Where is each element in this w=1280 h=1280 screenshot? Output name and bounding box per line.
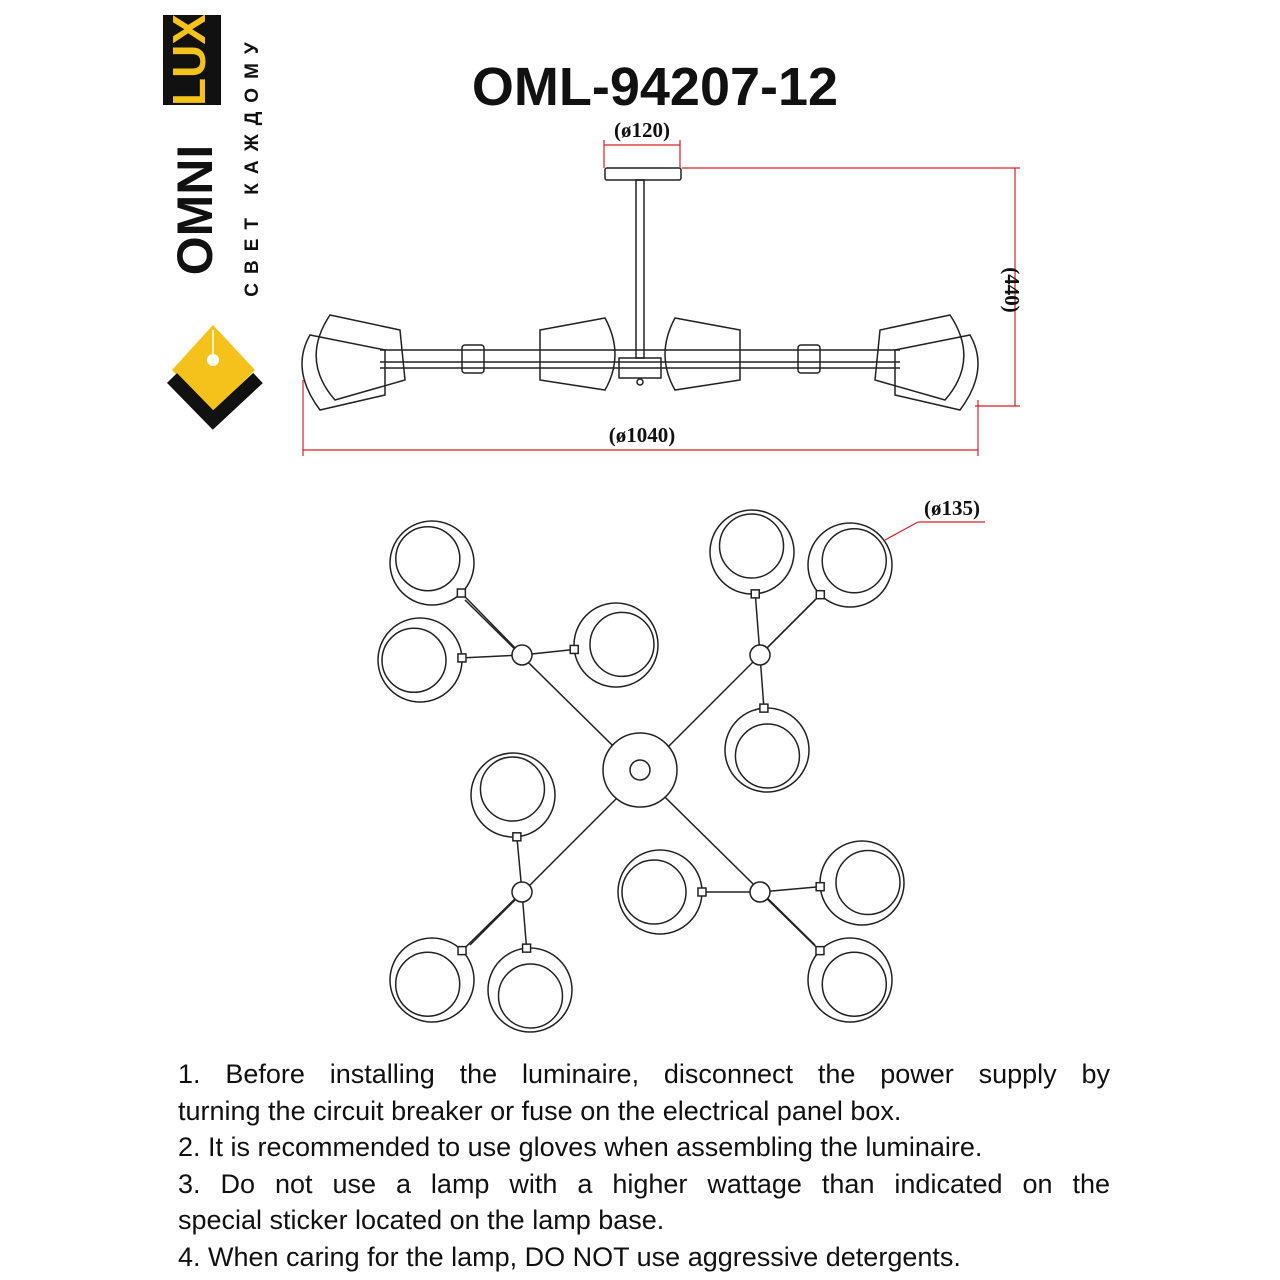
globe-shade <box>573 602 659 688</box>
lamp-arm <box>459 591 523 656</box>
arm-hub <box>511 881 533 903</box>
socket <box>750 589 761 599</box>
globe-shade <box>819 840 905 926</box>
globe-shade <box>807 937 893 1023</box>
model-title: OML-94207-12 <box>471 57 839 117</box>
socket <box>512 832 522 842</box>
socket <box>569 644 579 655</box>
socket <box>457 945 467 956</box>
socket <box>457 653 467 663</box>
globe-shade <box>470 752 556 838</box>
safety-notes: 1. Before installing the luminaire, disc… <box>178 1056 1110 1276</box>
lamp-arm <box>460 891 523 953</box>
globe-bulb <box>497 963 564 1029</box>
globe-shade <box>389 937 475 1023</box>
globe-shade <box>487 947 573 1033</box>
globe-shade <box>724 707 810 793</box>
socket <box>456 588 467 598</box>
arm-hub <box>749 881 771 903</box>
socket <box>521 943 532 953</box>
svg-text:OMNI: OMNI <box>167 145 223 276</box>
lamp-arm <box>759 592 823 656</box>
width-dimension: (ø1040) <box>609 423 676 447</box>
socket <box>759 703 769 713</box>
globe-shade <box>377 617 463 703</box>
omnilux-logo: LUX OMNI СВЕТ КАЖДОМУ <box>163 14 263 430</box>
globe-shade <box>807 522 893 608</box>
note-line: special sticker located on the lamp base… <box>178 1205 665 1236</box>
height-dimension: (440) <box>1000 267 1024 313</box>
arm-hub <box>511 644 533 666</box>
note-line: turning the circuit breaker or fuse on t… <box>178 1095 902 1126</box>
globe-bulb <box>394 951 461 1017</box>
socket <box>697 887 707 897</box>
globe-bulb <box>718 513 785 579</box>
globe-bulb <box>479 756 546 822</box>
socket <box>815 589 826 600</box>
top-view <box>377 509 905 1033</box>
globe-bulb <box>589 611 655 678</box>
lamp-arm <box>759 891 822 953</box>
globe-bulb <box>381 627 447 694</box>
globe-bulb <box>734 723 801 789</box>
globe-shade <box>617 849 703 935</box>
side-view <box>301 167 979 411</box>
globe-bulb <box>621 859 687 925</box>
globe-dimension: (ø135) <box>924 496 980 520</box>
globe-bulb <box>835 849 901 916</box>
note-line: 2. It is recommended to use gloves when … <box>178 1132 983 1163</box>
socket <box>815 881 825 892</box>
globe-shade <box>709 509 795 595</box>
note-line: 3. Do not use a lamp with a higher watta… <box>178 1168 1110 1199</box>
note-line: 1. Before installing the luminaire, disc… <box>178 1059 1110 1089</box>
svg-text:СВЕТ КАЖДОМУ: СВЕТ КАЖДОМУ <box>242 33 263 296</box>
globe-shade <box>389 520 475 606</box>
canopy-dimension: (ø120) <box>614 118 670 142</box>
arm-hub <box>749 644 771 666</box>
socket <box>815 945 825 956</box>
svg-text:LUX: LUX <box>163 14 215 106</box>
globe-bulb <box>821 528 887 594</box>
note-line: 4. When caring for the lamp, DO NOT use … <box>178 1241 961 1272</box>
globe-bulb <box>395 525 461 592</box>
globe-bulb <box>821 951 888 1017</box>
